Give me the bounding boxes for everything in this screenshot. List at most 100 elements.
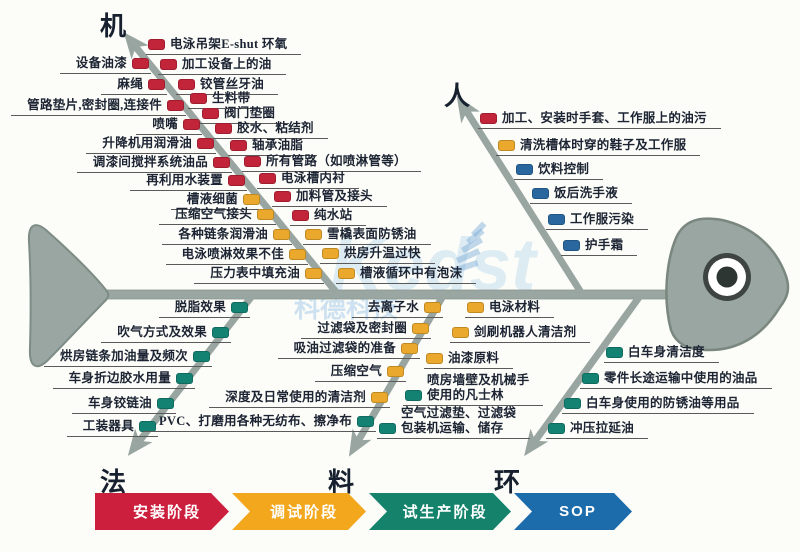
stage-arrow-trial: 试生产阶段 — [369, 493, 511, 530]
stage-marker — [563, 240, 580, 251]
cause-text: 电泳材料 — [489, 300, 541, 314]
cause-text: 去离子水 — [367, 300, 419, 314]
stage-marker — [167, 100, 184, 111]
cause-text: 喷嘴 — [152, 117, 178, 131]
cause-item: 加料管及接头 — [272, 189, 387, 207]
cause-item: 电泳喷淋效果不佳 — [165, 247, 308, 265]
cause-text: 压缩空气 — [330, 364, 382, 378]
cause-item: PVC、打磨用各种无纺布、擦净布 — [143, 414, 376, 432]
cause-text: 清洗槽体时穿的鞋子及工作服 — [520, 138, 687, 152]
cause-text: 调漆间搅拌系统油品 — [92, 155, 208, 169]
cause-item: 纯水站 — [290, 208, 367, 226]
cause-text: 槽液细菌 — [186, 192, 238, 206]
cause-item: 麻绳 — [101, 77, 167, 95]
stage-marker — [516, 164, 533, 175]
cause-text: 饭后洗手液 — [554, 186, 619, 200]
stage-marker — [305, 268, 322, 279]
cause-item: 加工、安装时手套、工作服上的油污 — [478, 111, 721, 129]
stage-marker — [213, 157, 230, 168]
category-machine: 机 — [100, 12, 127, 41]
cause-item: 压缩空气接头 — [159, 207, 276, 225]
cause-text: 加料管及接头 — [296, 189, 373, 203]
cause-item: 槽液循环中有泡沫 — [336, 266, 477, 284]
stage-marker — [564, 398, 581, 409]
stage-marker — [480, 113, 497, 124]
stage-marker — [548, 214, 565, 225]
cause-item: 白车身使用的防锈油等用品 — [562, 396, 754, 414]
cause-text: PVC、打磨用各种无纺布、擦净布 — [159, 414, 352, 428]
category-person: 人 — [444, 82, 471, 111]
cause-text: 加工设备上的油 — [182, 57, 272, 71]
cause-item: 饭后洗手液 — [530, 186, 633, 204]
cause-item: 槽液细菌 — [170, 192, 262, 210]
cause-text: 胶水、粘结剂 — [237, 121, 314, 135]
stage-marker — [467, 302, 484, 313]
stage-marker — [401, 343, 418, 354]
stage-marker — [257, 209, 274, 220]
cause-text: 烘房链条加油量及频次 — [59, 349, 188, 363]
stage-marker — [228, 175, 245, 186]
stage-label: 调试阶段 — [269, 504, 338, 521]
stage-marker — [193, 351, 210, 362]
stage-marker — [157, 398, 174, 409]
stage-marker — [338, 268, 355, 279]
stage-marker — [274, 191, 291, 202]
cause-item: 雪橇表面防锈油 — [303, 227, 431, 245]
cause-item: 设备油漆 — [59, 56, 151, 74]
cause-item: 升降机用润滑油 — [86, 136, 216, 154]
cause-item: 电泳材料 — [465, 300, 555, 318]
stage-marker — [259, 173, 276, 184]
stage-label: SOP — [559, 503, 597, 520]
cause-text: 管路垫片,密封圈,连接件 — [27, 98, 162, 112]
stage-marker — [212, 327, 229, 338]
cause-text: 喷房墙壁及机械手 使用的凡士林 — [427, 373, 530, 402]
stage-marker — [190, 93, 207, 104]
stage-marker — [183, 119, 200, 130]
cause-item: 烘房升温过快 — [320, 246, 435, 264]
category-method: 法 — [100, 468, 127, 497]
cause-text: 各种链条润滑油 — [178, 227, 268, 241]
cause-text: 压缩空气接头 — [175, 207, 252, 221]
cause-text: 电泳槽内衬 — [281, 171, 346, 185]
cause-text: 电泳喷淋效果不佳 — [181, 247, 284, 261]
cause-item: 生料带 — [188, 91, 265, 109]
cause-item: 清洗槽体时穿的鞋子及工作服 — [496, 138, 701, 156]
cause-item: 油漆原料 — [424, 351, 514, 369]
cause-text: 过滤袋及密封圈 — [317, 321, 407, 335]
cause-item: 喷嘴 — [136, 117, 202, 135]
cause-text: 纯水站 — [314, 208, 353, 222]
cause-text: 阀门垫圈 — [224, 106, 276, 120]
stage-marker — [426, 353, 443, 364]
cause-text: 槽液循环中有泡沫 — [360, 266, 463, 280]
stage-marker — [452, 327, 469, 338]
cause-text: 生料带 — [212, 91, 251, 105]
cause-item: 过滤袋及密封圈 — [301, 321, 431, 339]
stage-label: 试生产阶段 — [402, 504, 488, 521]
cause-text: 烘房升温过快 — [344, 246, 421, 260]
cause-text: 升降机用润滑油 — [102, 136, 192, 150]
stage-marker — [202, 108, 219, 119]
stage-marker — [148, 39, 165, 50]
stage-marker — [273, 229, 290, 240]
cause-text: 脱脂效果 — [174, 300, 226, 314]
cause-item: 脱脂效果 — [158, 300, 250, 318]
cause-item: 烘房链条加油量及频次 — [43, 349, 212, 367]
cause-text: 电泳吊架E-shut 环氧 — [170, 37, 288, 51]
cause-item: 吹气方式及效果 — [101, 325, 231, 343]
cause-text: 零件长途运输中使用的油品 — [604, 371, 758, 385]
stage-marker — [243, 194, 260, 205]
cause-item: 饮料控制 — [514, 162, 604, 180]
cause-item: 深度及日常使用的清洁剂 — [209, 390, 390, 408]
stage-marker — [548, 423, 565, 434]
stage-marker — [357, 416, 374, 427]
cause-item: 剑刷机器人清洁剂 — [450, 325, 591, 343]
cause-text: 所有管路（如喷淋管等） — [266, 154, 407, 168]
stage-arrow-debug: 调试阶段 — [232, 493, 366, 530]
cause-item: 冲压拉延油 — [546, 421, 649, 439]
cause-item: 压力表中填充油 — [194, 266, 324, 284]
cause-text: 工装器具 — [82, 419, 134, 433]
cause-item: 空气过滤垫、过滤袋 包装机运输、储存 — [377, 406, 531, 439]
stage-marker — [582, 373, 599, 384]
cause-item: 喷房墙壁及机械手 使用的凡士林 — [403, 373, 544, 406]
stage-arrow-install: 安装阶段 — [95, 493, 229, 530]
